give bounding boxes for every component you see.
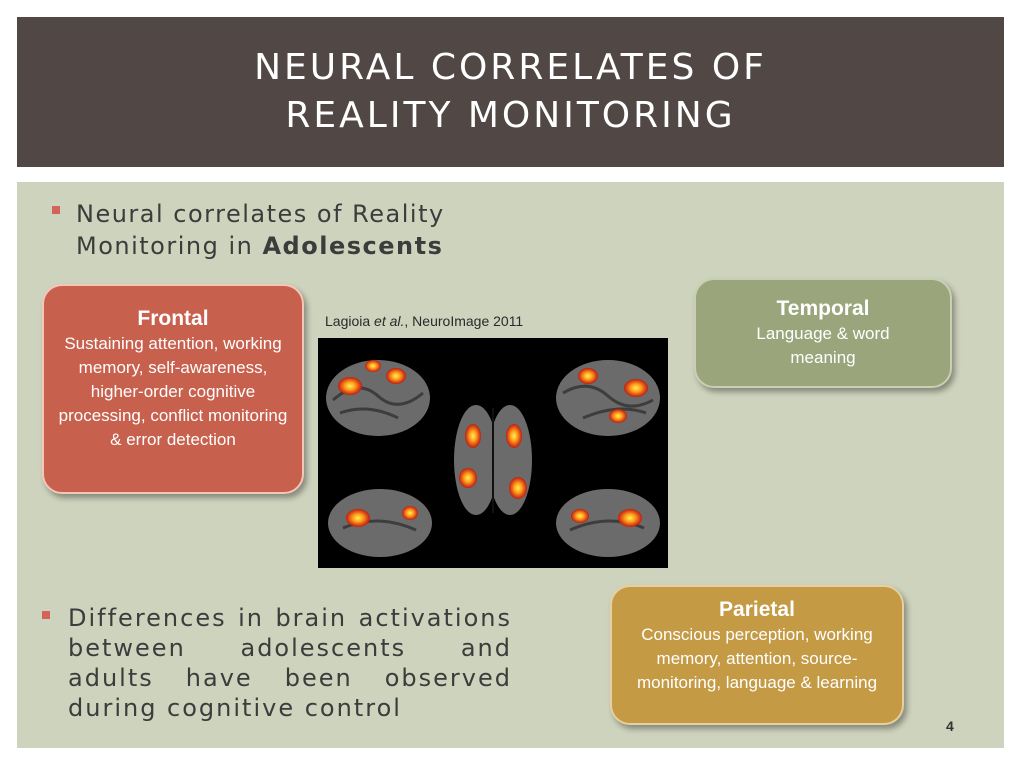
brain-lateral-right-view xyxy=(556,360,660,436)
brain-illustration xyxy=(326,360,660,557)
brain-medial-left-view xyxy=(328,489,432,557)
temporal-box: Temporal Language & word meaning xyxy=(694,278,952,388)
slide-title-line-2: REALITY MONITORING xyxy=(285,95,736,136)
parietal-box: Parietal Conscious perception, working m… xyxy=(610,585,904,725)
bullet-differences: Differences in brain activations between… xyxy=(42,603,512,723)
bullet-text: Neural correlates of Reality Monitoring … xyxy=(52,198,492,262)
page-number: 4 xyxy=(946,718,954,734)
temporal-description: Language & word meaning xyxy=(756,324,890,367)
brain-dorsal-view xyxy=(454,405,532,515)
brain-lateral-left-view xyxy=(326,360,430,436)
frontal-title: Frontal xyxy=(137,307,209,330)
slide-title: NEURAL CORRELATES OF REALITY MONITORING xyxy=(254,44,767,140)
brain-activation-image xyxy=(318,338,668,568)
bullet-line-1: Neural correlates of Reality xyxy=(76,200,445,228)
title-bar: NEURAL CORRELATES OF REALITY MONITORING xyxy=(17,17,1004,167)
bullet-bold-word: Adolescents xyxy=(262,232,444,260)
slide-title-line-1: NEURAL CORRELATES OF xyxy=(254,47,767,88)
temporal-title: Temporal xyxy=(776,297,870,320)
citation: Lagioia et al., NeuroImage 2011 xyxy=(325,313,523,329)
bullet-square-icon xyxy=(52,206,60,214)
frontal-box: Frontal Sustaining attention, working me… xyxy=(42,284,304,494)
bullet-adolescents: Neural correlates of Reality Monitoring … xyxy=(52,198,492,262)
bullet-differences-text: Differences in brain activations between… xyxy=(68,604,512,722)
bullet-square-icon xyxy=(42,611,50,619)
brain-medial-right-view xyxy=(556,489,660,557)
bullet-line-2-prefix: Monitoring in xyxy=(76,232,263,260)
parietal-description: Conscious perception, working memory, at… xyxy=(636,625,878,692)
citation-author: Lagioia xyxy=(325,313,375,329)
citation-etal: et al. xyxy=(374,313,405,329)
frontal-description: Sustaining attention, working memory, se… xyxy=(58,334,288,449)
parietal-title: Parietal xyxy=(719,598,795,621)
citation-journal: , NeuroImage 2011 xyxy=(404,313,524,329)
bullet-line-2: Monitoring in Adolescents xyxy=(76,230,492,262)
